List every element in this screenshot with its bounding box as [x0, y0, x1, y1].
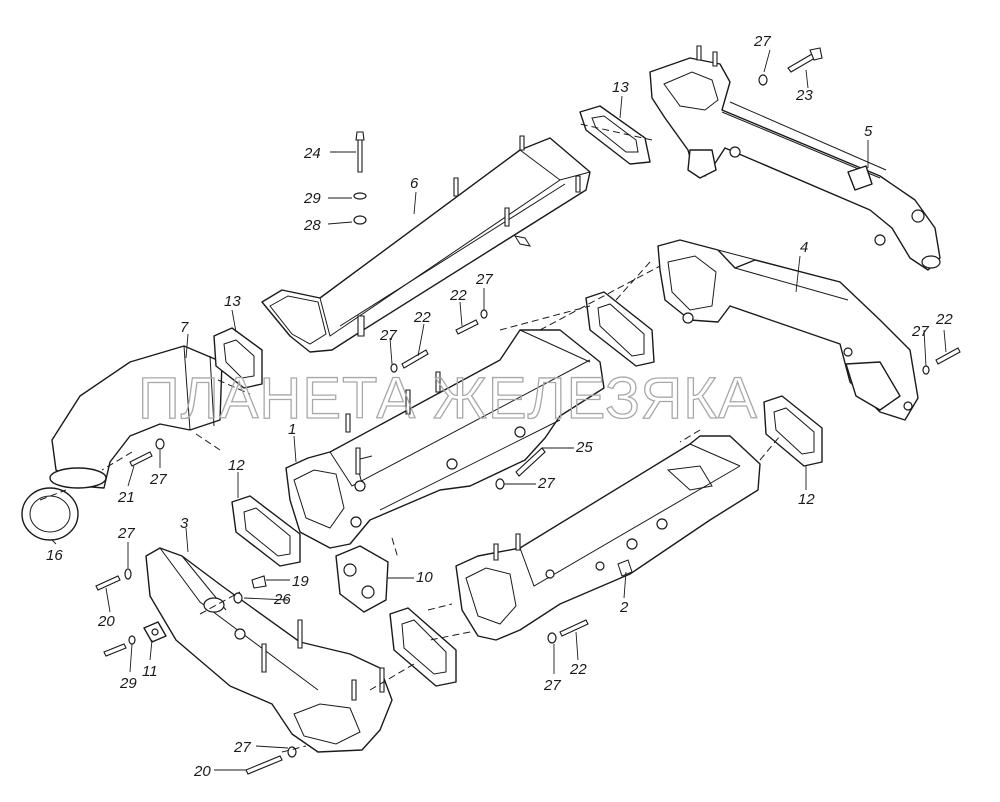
callout-22: 22	[569, 661, 587, 678]
callout-2: 2	[619, 599, 629, 616]
part-5-intake-pipe	[649, 45, 941, 271]
gasket-12-right	[763, 395, 823, 467]
callout-labels: 27 23 13 5 24 6 29 28 4 27 22 13 7 27 22…	[46, 33, 953, 780]
callout-4: 4	[800, 239, 808, 256]
callout-22: 22	[449, 287, 467, 304]
callout-27: 27	[753, 33, 771, 50]
callout-29: 29	[303, 190, 321, 207]
callout-26: 26	[273, 591, 291, 608]
callout-27: 27	[233, 739, 251, 756]
assembly-lines	[39, 123, 781, 753]
callout-13: 13	[224, 293, 241, 310]
callout-6: 6	[410, 175, 419, 192]
part-2-manifold	[455, 435, 761, 641]
callout-22: 22	[935, 311, 953, 328]
gasket-13-left	[213, 327, 263, 389]
callout-20: 20	[97, 613, 115, 630]
callout-27: 27	[475, 271, 493, 288]
callout-23: 23	[795, 87, 813, 104]
callout-13: 13	[612, 79, 629, 96]
fasteners	[95, 47, 961, 775]
callout-27: 27	[537, 475, 555, 492]
callout-27: 27	[379, 327, 397, 344]
watermark-text: ПЛАНЕТА ЖЕЛЕЗЯКА	[138, 366, 758, 431]
callout-3: 3	[180, 515, 189, 532]
gasket-12-left	[231, 495, 301, 567]
callout-29: 29	[119, 675, 137, 692]
part-4-manifold	[657, 239, 919, 421]
callout-27: 27	[911, 323, 929, 340]
gasket-12-right-upper	[585, 291, 655, 367]
callout-20: 20	[193, 763, 211, 780]
callout-12: 12	[228, 457, 245, 474]
callout-5: 5	[864, 123, 873, 140]
callout-28: 28	[303, 217, 321, 234]
callout-24: 24	[303, 145, 321, 162]
part-1-manifold	[285, 329, 605, 549]
callout-27: 27	[543, 677, 561, 694]
callout-12: 12	[798, 491, 815, 508]
part-7-elbow-pipe	[49, 345, 223, 489]
gasket-lower-middle	[389, 607, 457, 687]
gasket-13-upper	[579, 105, 651, 165]
callout-27: 27	[117, 525, 135, 542]
callout-19: 19	[292, 573, 309, 590]
callout-7: 7	[180, 319, 189, 336]
callout-21: 21	[117, 489, 135, 506]
callout-1: 1	[288, 421, 296, 438]
part-11-bracket	[143, 621, 167, 643]
part-10-plate	[335, 545, 389, 613]
part-6-intake-pipe	[261, 135, 591, 353]
callout-11: 11	[142, 663, 158, 680]
callout-25: 25	[575, 439, 593, 456]
callout-27: 27	[149, 471, 167, 488]
part-3-manifold	[145, 547, 393, 753]
leader-lines	[51, 49, 947, 771]
part-16-plug	[21, 487, 79, 541]
callout-16: 16	[46, 547, 63, 564]
callout-22: 22	[413, 309, 431, 326]
callout-10: 10	[416, 569, 433, 586]
